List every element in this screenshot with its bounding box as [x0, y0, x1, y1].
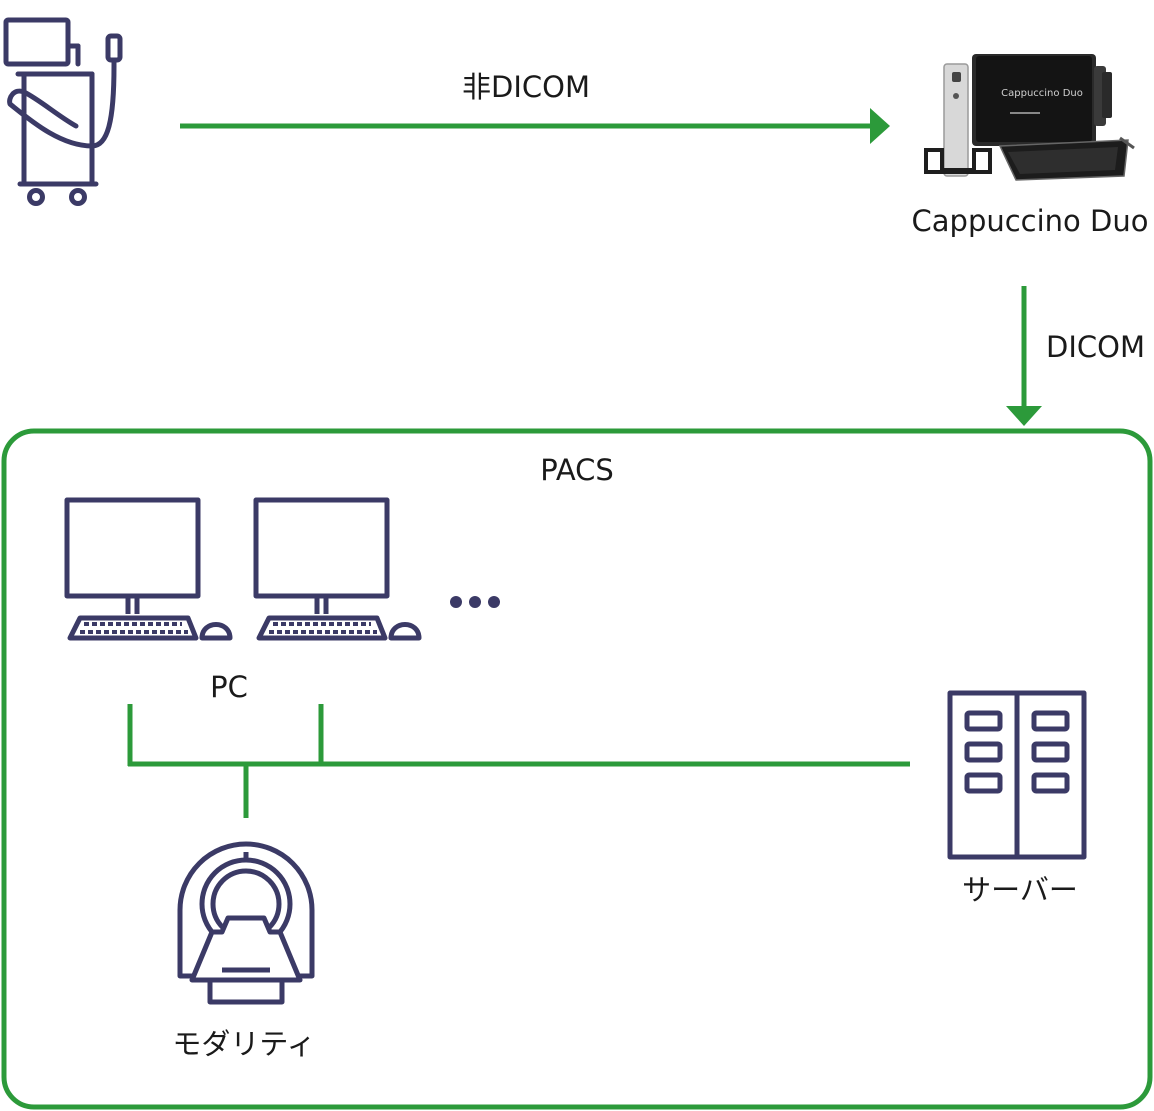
desktop-pc-icon [253, 497, 422, 641]
server-label: サーバー [962, 873, 1078, 907]
cappuccino-duo-label: Cappuccino Duo [912, 204, 1149, 238]
non-dicom-label: 非DICOM [462, 70, 590, 104]
pacs-container [1, 428, 1153, 1110]
device-screen-logo: Cappuccino Duo [1001, 88, 1083, 99]
pacs-label: PACS [540, 453, 614, 487]
modality-label: モダリティ [172, 1027, 315, 1061]
more-pcs-ellipsis [450, 596, 500, 608]
pc-label: PC [210, 670, 248, 704]
dicom-arrow [1006, 286, 1042, 426]
network-lines [127, 704, 910, 818]
dicom-label: DICOM [1046, 330, 1145, 364]
non-dicom-arrow [180, 108, 890, 144]
ultrasound-cart-icon [3, 17, 123, 206]
server-rack-icon [947, 690, 1087, 860]
desktop-pc-icon [64, 497, 233, 641]
cappuccino-duo-device-icon: Cappuccino Duo [924, 54, 1135, 181]
ct-scanner-icon [177, 841, 315, 1005]
